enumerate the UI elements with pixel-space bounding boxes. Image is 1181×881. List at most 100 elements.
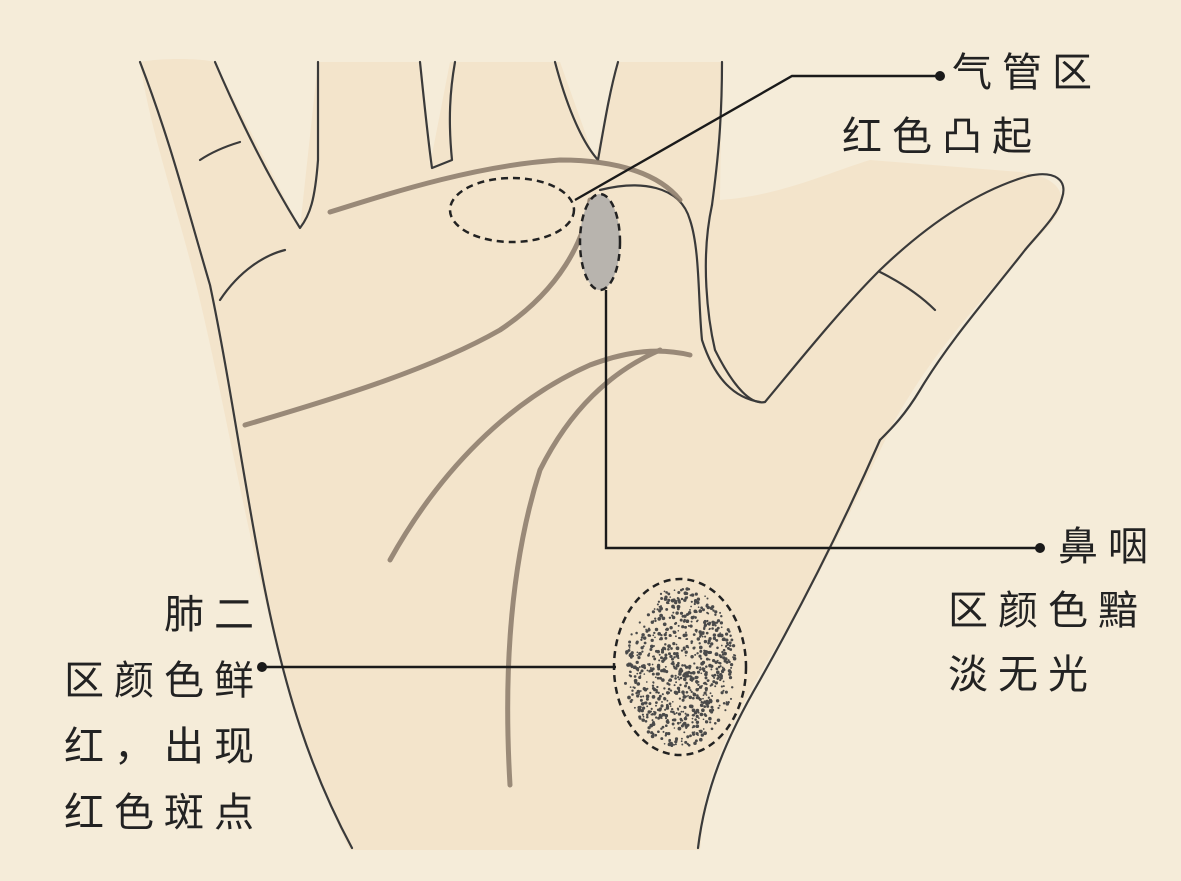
- lung-spot-dot: [701, 635, 704, 638]
- lung-spot-dot: [665, 631, 668, 634]
- lung-spot-dot: [706, 597, 709, 600]
- lung-spot-dot: [685, 674, 690, 678]
- lung-spot-dot: [640, 709, 644, 713]
- lung-spot-dot: [697, 606, 700, 608]
- lung-spot-dot: [686, 713, 690, 717]
- lung-spot-dot: [673, 652, 677, 656]
- lung-spot-dot: [673, 727, 676, 729]
- lung-spot-dot: [654, 636, 656, 639]
- lung-spot-dot: [639, 717, 642, 720]
- lung-spot-dot: [712, 636, 717, 641]
- lung-spot-dot: [674, 691, 679, 695]
- lung-spot-dot: [695, 688, 699, 692]
- lung-spot-dot: [719, 611, 722, 614]
- lung-spot-dot: [675, 739, 678, 742]
- lung-spot-dot: [724, 657, 728, 661]
- lung-spot-dot: [663, 590, 666, 593]
- lung-spot-dot: [642, 695, 645, 698]
- lung-spot-dot: [694, 592, 698, 596]
- lung-spot-dot: [633, 665, 637, 670]
- lung-spot-dot: [698, 697, 702, 701]
- lung-spot-dot: [630, 633, 633, 636]
- lung-spot-dot: [727, 659, 730, 662]
- lung-spot-dot: [703, 639, 708, 644]
- lung-spot-dot: [715, 670, 720, 675]
- nasopharynx-leader-dot: [1035, 543, 1045, 553]
- lung-spot-dot: [671, 718, 675, 722]
- lung-spot-dot: [687, 624, 690, 627]
- lung-spot-dot: [687, 694, 689, 697]
- lung-spot-dot: [714, 681, 719, 685]
- lung-spot-dot: [635, 691, 638, 695]
- lung-spot-dot: [649, 644, 654, 649]
- lung-spot-dot: [689, 689, 692, 692]
- lung-spot-dot: [648, 702, 652, 706]
- lung-spot-dot: [672, 642, 676, 646]
- lung-spot-dot: [667, 731, 671, 736]
- lung-spot-dot: [673, 743, 676, 746]
- lung-spot-dot: [695, 675, 699, 679]
- lung-spot-dot: [659, 707, 662, 711]
- lung-spot-dot: [694, 653, 697, 656]
- lung-spot-dot: [641, 718, 645, 722]
- lung-spot-dot: [689, 671, 693, 675]
- lung-spot-dot: [675, 611, 679, 615]
- lung-spot-dot: [704, 676, 708, 680]
- lung-spot-dot: [676, 686, 681, 690]
- lung-spot-dot: [662, 730, 665, 733]
- lung-spot-dot: [714, 610, 718, 614]
- nasopharynx-label: 鼻咽 区颜色黯 淡无光: [948, 518, 1158, 704]
- lung-spot-dot: [636, 672, 639, 675]
- lung-spot-dot: [709, 692, 712, 695]
- lung-spot-dot: [640, 636, 644, 639]
- lung-spot-dot: [715, 699, 720, 703]
- lung-spot-dot: [727, 647, 731, 651]
- lung-spot-dot: [714, 685, 717, 688]
- lung-spot-dot: [650, 620, 654, 624]
- lung-spot-dot: [654, 688, 658, 692]
- lung-spot-dot: [654, 734, 657, 736]
- heart-line: [327, 157, 683, 215]
- lung-spot-dot: [636, 651, 639, 654]
- lung-spot-dot: [692, 724, 696, 728]
- lung-spot-dot: [704, 720, 709, 724]
- lung-spot-dot: [629, 686, 632, 688]
- lung-spot-dot: [713, 676, 716, 679]
- lung-spot-dot: [646, 713, 649, 716]
- lung-spot-dot: [668, 683, 671, 686]
- lung-spot-dot: [690, 679, 694, 682]
- lung-spot-dot: [684, 712, 687, 715]
- lung-spot-dot: [643, 673, 646, 675]
- lung-spot-dot: [660, 704, 664, 708]
- lung-spot-dot: [669, 689, 673, 692]
- lung-spot-dot: [675, 712, 678, 714]
- lung-spot-dot: [685, 631, 687, 634]
- lung-spot-dot: [680, 737, 683, 740]
- lung-spot-dot: [702, 718, 705, 721]
- trachea-label-line2: 红色凸起: [842, 114, 1042, 160]
- lung-spot-dot: [651, 686, 655, 690]
- lung-spot-dot: [636, 689, 640, 693]
- lung-spot-dot: [711, 627, 714, 630]
- lung-spot-dot: [699, 666, 702, 669]
- hand-edge-bottom-right: [696, 438, 882, 850]
- lung-spot-dot: [695, 679, 699, 684]
- nasopharynx-leader: [604, 290, 1040, 550]
- lung-spot-dot: [678, 678, 681, 681]
- lung-spot-dot: [712, 680, 716, 684]
- lung-spot-dot: [668, 616, 672, 620]
- lung-spot-dot: [672, 611, 675, 614]
- lung-spot-dot: [711, 695, 714, 697]
- lung-spot-dot: [677, 624, 680, 627]
- lung-spot-dot: [686, 638, 689, 640]
- lung-spot-dot: [655, 716, 658, 719]
- lung-spot-dot: [686, 735, 690, 739]
- lung-spot-dot: [629, 652, 633, 656]
- lung-spot-dot: [654, 619, 657, 623]
- lung-spot-dot: [710, 683, 714, 686]
- lung-spot-dot: [657, 617, 661, 620]
- lung-spot-dot: [728, 641, 732, 645]
- lung-spot-dot: [680, 710, 683, 713]
- lung-spot-dot: [720, 691, 724, 695]
- lung-spot-dot: [694, 739, 698, 743]
